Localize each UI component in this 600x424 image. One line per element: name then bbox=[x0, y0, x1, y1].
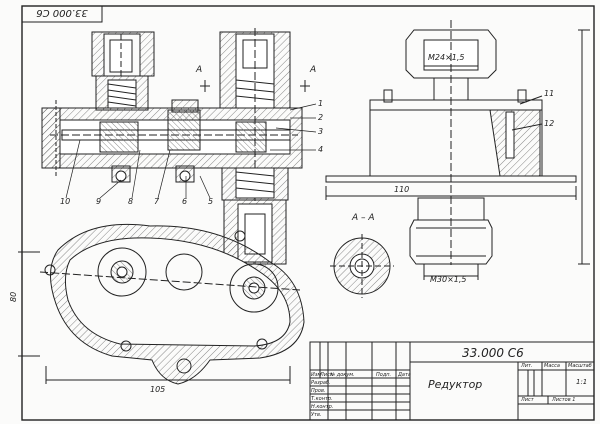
massa-label: Масса bbox=[544, 363, 560, 369]
list-label: Лист bbox=[521, 397, 534, 403]
callout-7: 7 bbox=[154, 197, 160, 206]
callout-5: 5 bbox=[208, 197, 213, 206]
callout-4: 4 bbox=[318, 145, 323, 154]
col-sign: Подп. bbox=[376, 372, 392, 378]
scale-value: 1:1 bbox=[576, 378, 588, 386]
title-code: 33.000 С6 bbox=[462, 346, 524, 360]
callout-9: 9 bbox=[96, 197, 101, 206]
dim-80-label: 80 bbox=[9, 292, 18, 302]
callout-12: 12 bbox=[544, 119, 554, 128]
col-date: Дата bbox=[398, 372, 411, 378]
section-mark-left: А bbox=[195, 65, 202, 75]
top-code-text: 33.000 С6 bbox=[36, 7, 88, 18]
side-view bbox=[325, 20, 590, 280]
lit-label: Лит. bbox=[521, 363, 533, 369]
callout-2: 2 bbox=[318, 113, 323, 122]
title-block-lines bbox=[309, 341, 595, 421]
row-tkontr: Т.контр. bbox=[311, 396, 333, 402]
row-razrab: Разраб. bbox=[311, 380, 331, 386]
callout-3: 3 bbox=[318, 127, 323, 136]
dim-110-label: 110 bbox=[394, 185, 409, 194]
row-nkontr: Н.контр. bbox=[311, 404, 334, 410]
title-name: Редуктор bbox=[428, 378, 483, 391]
section-aa-label: А – А bbox=[351, 213, 375, 223]
front-callout-leaders bbox=[65, 103, 317, 199]
row-prov: Пров. bbox=[311, 388, 326, 394]
sheet-frame bbox=[21, 5, 595, 421]
callout-10: 10 bbox=[60, 197, 70, 206]
thread-top-label: M24×1,5 bbox=[428, 53, 465, 62]
thread-bottom-label: M30×1,5 bbox=[430, 275, 467, 284]
section-aa-view bbox=[330, 234, 394, 298]
dim-105-label: 105 bbox=[150, 385, 165, 394]
callout-6: 6 bbox=[182, 197, 187, 206]
col-izm: Изм bbox=[311, 372, 322, 378]
callout-11: 11 bbox=[544, 89, 554, 98]
section-mark-right: А bbox=[309, 65, 316, 75]
col-list: Лист bbox=[320, 372, 333, 378]
row-utv: Утв. bbox=[311, 412, 322, 418]
top-code-box bbox=[21, 5, 103, 23]
callout-1: 1 bbox=[318, 99, 323, 108]
flange-view bbox=[18, 223, 305, 385]
col-doc: № докум. bbox=[330, 372, 355, 378]
listov-label: Листов 1 bbox=[552, 397, 576, 403]
masshtab-label: Масштаб bbox=[568, 363, 592, 369]
callout-8: 8 bbox=[128, 197, 133, 206]
